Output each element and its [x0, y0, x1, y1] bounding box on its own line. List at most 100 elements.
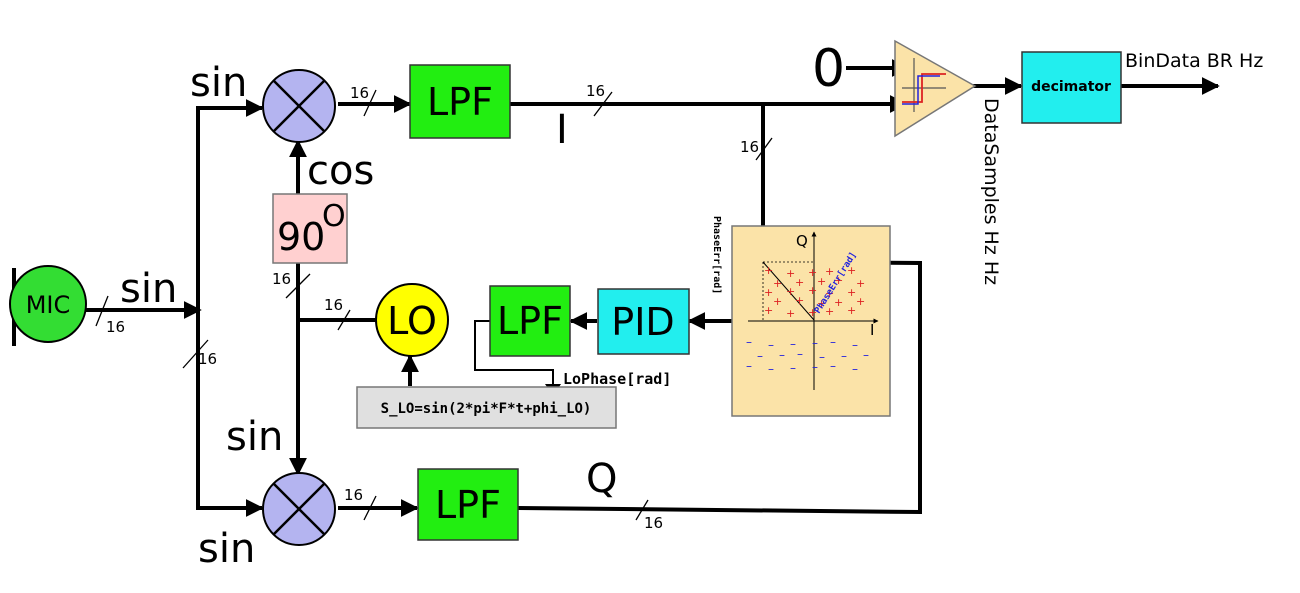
label-zero: 0: [812, 39, 845, 99]
constellation-minus-mark: –: [797, 347, 803, 361]
width-lo-in: 16: [324, 296, 343, 314]
mic-circle: [9, 265, 87, 343]
constellation-minus-mark: –: [812, 336, 818, 350]
width-shift-out: 16: [272, 270, 291, 288]
constellation-plus-mark: +: [764, 286, 773, 299]
constellation-plus-mark: +: [856, 295, 865, 308]
label-datasamples: DataSamples Hz Hz: [980, 98, 1002, 285]
phaseerr-axis-label: PhaseErr[rad]: [711, 216, 722, 294]
tick-i-tap: [755, 137, 773, 161]
lpf-lo-box: [489, 285, 571, 357]
pid-block: PID: [597, 288, 690, 355]
constellation-minus-mark: –: [746, 335, 752, 349]
width-i-tap: 16: [740, 138, 759, 156]
constellation-plus-mark: +: [847, 264, 856, 277]
constellation-block: Q I +++++++++++++++++++++++++ ––––––––––…: [731, 225, 891, 417]
phase-shift-sup: O: [322, 199, 346, 234]
constellation-plus-mark: +: [808, 284, 817, 297]
constellation-minus-mark: –: [830, 359, 836, 373]
label-sin-mic: sin: [120, 266, 177, 312]
constellation-minus-marks: ––––––––––––––––––: [746, 335, 869, 376]
bus-ticks: 16 16 16 16 16 16 16 16 16: [95, 82, 773, 532]
width-mixer-top-out: 16: [350, 84, 369, 102]
constellation-i-label: I: [870, 321, 874, 339]
tick-mic-out: [95, 295, 109, 327]
phase-shift-label: 90: [277, 215, 325, 259]
constellation-plus-mark: +: [817, 275, 826, 288]
width-i-line: 16: [586, 82, 605, 100]
constellation-plus-mark: +: [808, 306, 817, 319]
lpf-i-label: LPF: [427, 80, 493, 124]
constellation-minus-mark: –: [757, 349, 763, 363]
tick-mixer-bottom-out: [363, 495, 377, 521]
constellation-plus-mark: +: [773, 295, 782, 308]
constellation-plus-mark: +: [786, 267, 795, 280]
constellation-plus-mark: +: [764, 264, 773, 277]
constellation-plus-mark: +: [834, 296, 843, 309]
constellation-minus-mark: –: [790, 337, 796, 351]
lo-circle: [375, 283, 449, 357]
lpf-i-block: LPF: [409, 64, 511, 139]
constellation-plus-mark: +: [856, 277, 865, 290]
tick-lo-in: [337, 309, 351, 331]
lpf-q-block: LPF: [417, 468, 519, 541]
comparator-curve-blue: [902, 75, 940, 105]
constellation-minus-mark: –: [819, 350, 825, 364]
constellation-plus-mark: +: [808, 266, 817, 279]
mixer-bottom-cross-b: [273, 483, 325, 535]
lpf-q-box: [417, 468, 519, 541]
mic-label: MIC: [26, 291, 71, 319]
pid-label: PID: [611, 300, 674, 344]
constellation-plus-mark: +: [773, 277, 782, 290]
lpf-lo-block: LPF: [489, 285, 571, 357]
lpf-q-label: LPF: [435, 483, 501, 527]
comparator-block: [894, 39, 977, 138]
width-mixer-bottom-out: 16: [344, 486, 363, 504]
label-sin-mid: sin: [226, 414, 283, 460]
mixer-top: [262, 69, 336, 143]
constellation-plus-mark: +: [825, 305, 834, 318]
width-mic-out: 16: [106, 318, 125, 336]
lo-block: LO: [375, 283, 449, 357]
constellation-minus-mark: –: [852, 338, 858, 352]
lo-label: LO: [387, 299, 437, 343]
constellation-plus-mark: +: [795, 294, 804, 307]
tick-split: [182, 339, 209, 369]
constellation-plus-mark: +: [795, 276, 804, 289]
constellation-plus-mark: +: [786, 285, 795, 298]
constellation-plus-mark: +: [825, 287, 834, 300]
comparator-curve-red: [902, 73, 946, 103]
lophase-label: LoPhase[rad]: [563, 370, 671, 388]
wire-lophase: [474, 320, 554, 388]
tick-q-line: [635, 499, 649, 521]
lo-formula-text: S_LO=sin(2*pi*F*t+phi_LO): [381, 401, 592, 417]
label-q: Q: [586, 456, 617, 502]
wires: [86, 59, 1220, 517]
lo-formula-box: [356, 386, 617, 429]
constellation-minus-mark: –: [812, 360, 818, 374]
constellation-minus-mark: –: [768, 362, 774, 376]
tick-mixer-top-out: [363, 89, 377, 117]
width-q-line: 16: [644, 514, 663, 532]
decimator-block: decimator: [1021, 51, 1122, 124]
constellation-minus-mark: –: [768, 338, 774, 352]
tick-i-line: [593, 91, 613, 117]
pid-box: [597, 288, 690, 355]
constellation-minus-mark: –: [746, 359, 752, 373]
constellation-plus-mark: +: [786, 307, 795, 320]
label-i: I: [556, 107, 568, 153]
decimator-box: [1021, 51, 1122, 124]
mic-block: MIC: [9, 265, 87, 346]
constellation-minus-mark: –: [790, 361, 796, 375]
lpf-i-box: [409, 64, 511, 139]
decimator-label: decimator: [1031, 79, 1111, 95]
label-sin-top: sin: [190, 60, 247, 106]
phase-shift-box: [272, 193, 348, 264]
constellation-minus-mark: –: [852, 362, 858, 376]
constellation-phase-vector: [762, 261, 815, 321]
constellation-plus-mark: +: [817, 297, 826, 310]
label-bindata: BinData BR Hz: [1125, 50, 1263, 72]
constellation-minus-mark: –: [841, 349, 847, 363]
phase-shift-block: 90 O: [272, 193, 348, 264]
